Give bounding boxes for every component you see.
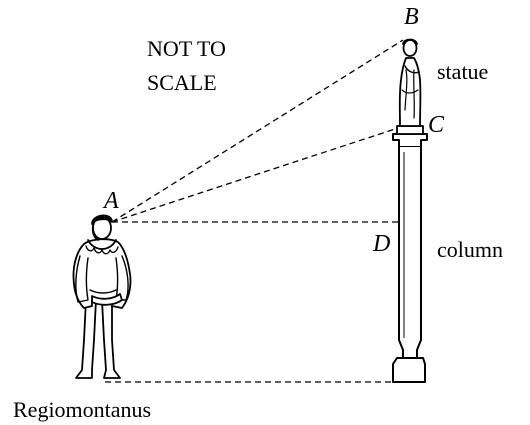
point-label-b: B: [404, 4, 419, 30]
point-label-a: A: [102, 188, 119, 214]
person-right-leg: [101, 299, 121, 379]
person-collar: [87, 239, 117, 250]
person-label: Regiomontanus: [13, 397, 151, 422]
statue-label: statue: [437, 59, 488, 84]
statue-robe: [398, 57, 422, 127]
sight-line-a-c: [111, 127, 399, 223]
point-label-d: D: [372, 231, 390, 257]
person-collar-frill: [85, 245, 119, 255]
point-label-c: C: [428, 112, 445, 138]
statue-head: [402, 39, 418, 57]
person-belt: [89, 289, 117, 294]
person-left-leg: [75, 299, 97, 379]
note-line-2: SCALE: [147, 70, 217, 95]
column: [392, 133, 428, 383]
person-cap: [91, 214, 113, 225]
sight-line-a-b: [111, 39, 404, 223]
sight-lines: [105, 39, 404, 383]
person-scroll: [91, 293, 123, 306]
person-figure: [72, 214, 132, 379]
statue-pedestal: [396, 125, 424, 135]
statue-arm: [404, 65, 420, 74]
column-shaft: [398, 147, 422, 359]
column-base: [392, 357, 426, 383]
column-label: column: [437, 237, 503, 262]
person-cloak: [72, 238, 132, 309]
note-line-1: NOT TO: [147, 36, 226, 61]
statue-hood: [402, 38, 418, 45]
column-capital: [392, 133, 428, 148]
person-sleeve-left: [75, 255, 89, 303]
statue-folds: [401, 69, 419, 119]
person-hair: [91, 225, 99, 241]
statue: [396, 38, 424, 135]
